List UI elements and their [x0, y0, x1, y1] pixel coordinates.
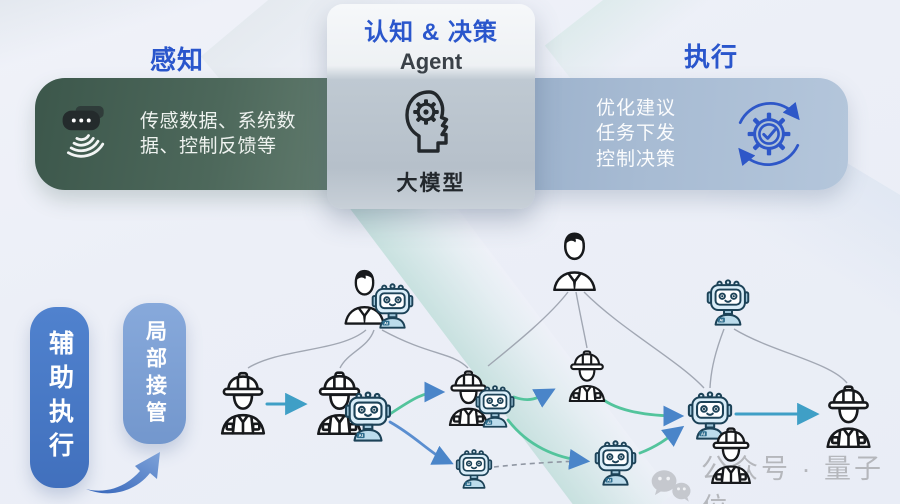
node-pair-2	[448, 370, 515, 428]
execution-item: 优化建议	[596, 98, 677, 120]
perception-title: 感知	[149, 45, 204, 75]
assist-execution-pill: 辅助执行	[30, 307, 89, 488]
assist-execution-label: 辅助执行	[45, 329, 74, 466]
node-robot-a	[455, 449, 493, 489]
upgrade-arrow	[86, 452, 160, 494]
node-robot-b	[594, 440, 637, 486]
partial-takeover-label: 局部接管	[143, 319, 167, 428]
cognition-title: 认知 & 决策	[364, 19, 498, 46]
sensor-waves-icon	[57, 101, 113, 167]
execution-item: 控制决策	[596, 148, 677, 170]
execution-title: 执行	[683, 42, 738, 72]
dashed-link	[493, 460, 583, 468]
model-label: 大模型	[396, 172, 466, 195]
head-gear-icon	[399, 83, 463, 161]
node-worker-1	[220, 371, 266, 435]
gear-check-cycle-icon	[728, 93, 810, 175]
node-robot-lead	[706, 279, 750, 326]
node-supervisor	[553, 231, 596, 291]
execution-item: 任务下发	[596, 123, 677, 145]
node-pair-1	[317, 371, 392, 442]
node-supervisor-with-robot	[344, 269, 414, 329]
perception-description: 传感数据、系统数据、控制反馈等	[140, 110, 297, 157]
agent-card: 认知 & 决策 Agent 大模型	[327, 4, 535, 209]
node-worker-4	[826, 385, 871, 448]
agent-label: Agent	[399, 49, 463, 74]
partial-takeover-pill: 局部接管	[123, 303, 186, 444]
node-worker-2	[568, 350, 606, 402]
execution-items: 优化建议 任务下发 控制决策	[596, 96, 676, 172]
